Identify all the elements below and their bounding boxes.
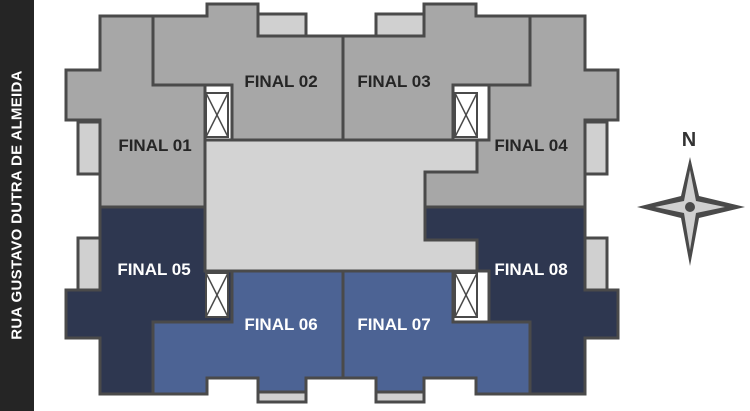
niche-right-upper bbox=[583, 120, 609, 176]
street-band: RUA GUSTAVO DUTRA DE ALMEIDA bbox=[0, 0, 34, 411]
unit-label-final-02: FINAL 02 bbox=[244, 72, 317, 91]
shaft-upper-right bbox=[454, 92, 478, 138]
unit-label-final-05: FINAL 05 bbox=[117, 260, 190, 279]
balcony-top-right bbox=[374, 12, 426, 38]
niche-left-upper bbox=[76, 120, 102, 176]
unit-labels: FINAL 01 FINAL 02 FINAL 03 FINAL 04 FINA… bbox=[117, 72, 568, 334]
shaft-lower-left bbox=[205, 272, 229, 318]
unit-label-final-04: FINAL 04 bbox=[494, 136, 568, 155]
unit-final-08[interactable] bbox=[423, 205, 620, 396]
unit-final-07[interactable] bbox=[341, 269, 532, 396]
niche-right-lower bbox=[583, 236, 609, 292]
compass-north-label: N bbox=[682, 129, 696, 151]
shaft-upper-left bbox=[205, 92, 229, 138]
niche-left-lower bbox=[76, 236, 102, 292]
unit-label-final-06: FINAL 06 bbox=[244, 315, 317, 334]
balcony-top-left bbox=[256, 12, 308, 38]
unit-label-final-08: FINAL 08 bbox=[494, 260, 567, 279]
unit-label-final-07: FINAL 07 bbox=[357, 315, 430, 334]
shaft-lower-right bbox=[454, 272, 478, 318]
unit-label-final-01: FINAL 01 bbox=[118, 136, 191, 155]
compass-center-icon bbox=[685, 202, 695, 212]
compass-rose: N bbox=[637, 129, 745, 266]
elevator-shafts bbox=[205, 92, 478, 318]
unit-label-final-03: FINAL 03 bbox=[357, 72, 430, 91]
